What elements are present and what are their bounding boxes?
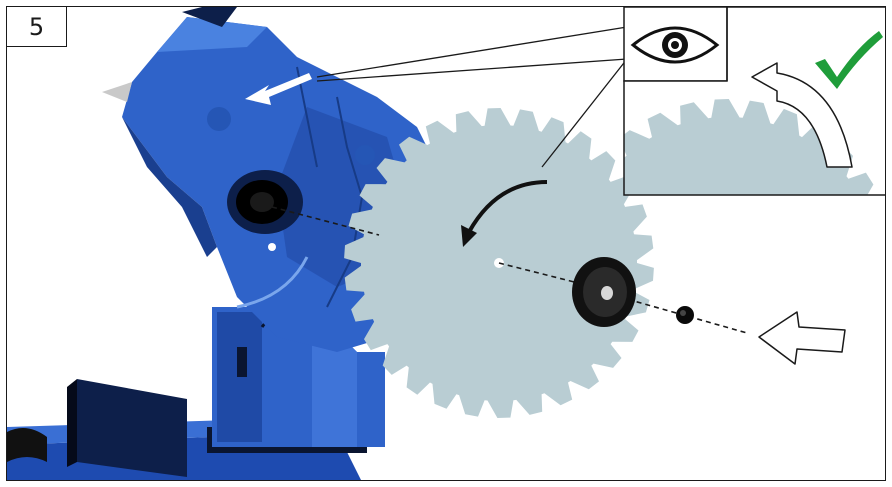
curved-arrow-icon	[461, 180, 548, 247]
flange-washer	[572, 257, 636, 327]
bolt	[676, 306, 694, 324]
callout-lines	[316, 26, 628, 168]
hollow-arrow-icon	[758, 311, 846, 365]
rotation-arrow-icon	[751, 62, 853, 168]
saw-blade-diagram	[7, 7, 885, 480]
assembly-axis	[271, 206, 748, 334]
eye-callout-box	[623, 7, 728, 82]
check-icon	[815, 31, 883, 89]
direction-arrow-marking	[245, 73, 312, 105]
step-number: 5	[7, 7, 67, 47]
diagram-frame: 5	[6, 6, 886, 481]
spindle	[227, 170, 303, 251]
eye-icon	[630, 26, 720, 64]
detail-view	[623, 7, 885, 196]
